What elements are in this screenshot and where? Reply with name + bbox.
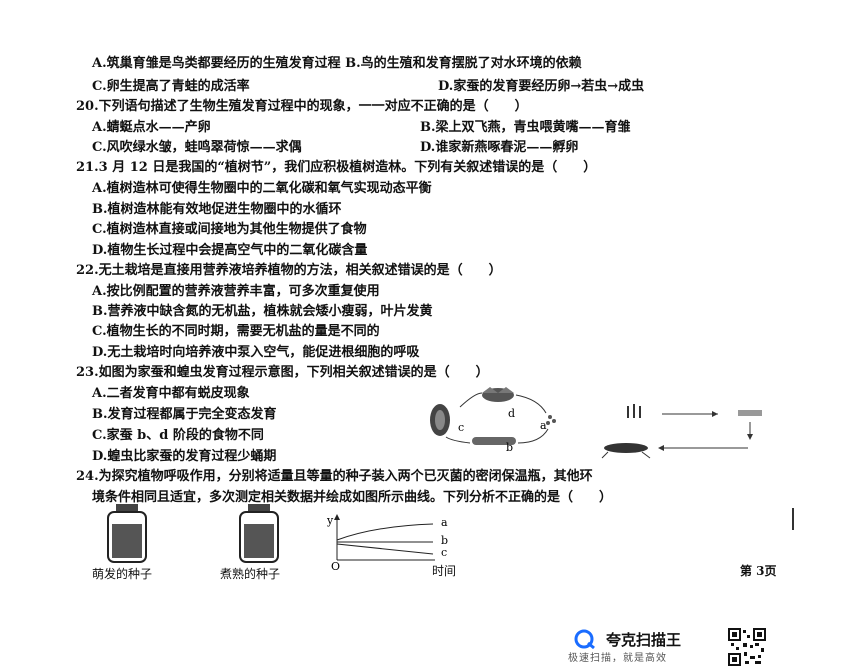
right-edge-mark: [792, 508, 794, 530]
silkworm-cocoon-icon: [430, 404, 450, 436]
respiration-graph: y O a b c: [326, 514, 448, 573]
jar-label-germinating: 萌发的种子: [92, 567, 153, 581]
axis-origin: O: [331, 560, 340, 573]
question-22: 22.无土栽培是直接用营养液培养植物的方法，相关叙述错误的是（ ）: [76, 263, 502, 278]
curve-b-label: b: [441, 534, 448, 547]
option-23d: D.蝗虫比家蚕的发育过程少蛹期: [92, 449, 277, 464]
jar-boiled-icon: [239, 504, 279, 563]
question-20: 20.下列语句描述了生物生殖发育过程中的现象，一一对应不正确的是（ ）: [76, 99, 528, 114]
curve-c-label: c: [441, 546, 447, 559]
curve-a: [336, 523, 434, 541]
option-22b: B.营养液中缺含氮的无机盐，植株就会矮小瘦弱，叶片发黄: [92, 304, 433, 319]
option-22d: D.无土栽培时向培养液中泵入空气，能促进根细胞的呼吸: [92, 345, 420, 360]
curve-c: [336, 543, 434, 555]
label-a: a: [540, 419, 547, 432]
locust-nymph-icon: [738, 410, 762, 416]
jar-label-boiled: 煮熟的种子: [220, 567, 281, 581]
option-20a: A.蜻蜓点水——产卵: [92, 120, 211, 135]
locust-cycle-diagram: [601, 404, 762, 459]
silkworm-moth-icon: [482, 387, 514, 402]
option-21b: B.植树造林能有效地促进生物圈中的水循环: [92, 202, 342, 217]
question-24-line1: 24.为探究植物呼吸作用，分别将适量且等量的种子装入两个已灭菌的密闭保温瓶，其他…: [76, 469, 593, 484]
label-d: d: [508, 407, 515, 420]
locust-adult-icon: [601, 443, 651, 459]
question-21: 21.3 月 12 日是我国的“植树节”，我们应积极植树造林。下列有关叙述错误的…: [76, 160, 597, 175]
axis-y-label: y: [326, 514, 334, 527]
jar-germinating-icon: [107, 504, 147, 563]
option-22c: C.植物生长的不同时期，需要无机盐的量是不同的: [92, 324, 380, 339]
axis-x-label: 时间: [432, 564, 457, 578]
option-21a: A.植树造林可使得生物圈中的二氧化碳和氧气实现动态平衡: [92, 181, 432, 196]
option-19c: C.卵生提高了青蛙的成活率: [92, 79, 250, 94]
locust-eggs-icon: [627, 404, 641, 418]
option-20c: C.风吹绿水皱，蛙鸣翠荷惊——求偶: [92, 140, 302, 155]
option-19a-b: A.筑巢育雏是鸟类都要经历的生殖发育过程 B.鸟的生殖和发育摆脱了对水环境的依赖: [92, 56, 582, 71]
question-24-line2: 境条件相同且适宜，多次测定相关数据并绘成如图所示曲线。下列分析不正确的是（ ）: [92, 490, 613, 505]
label-b: b: [506, 441, 513, 454]
brand-slogan: 极速扫描，就是高效: [568, 653, 667, 664]
label-c: c: [458, 421, 464, 434]
option-20d: D.谁家新燕啄春泥——孵卵: [420, 140, 579, 155]
option-20b: B.梁上双飞燕，青虫喂黄嘴——育雏: [420, 120, 631, 135]
option-23b: B.发育过程都属于完全变态发育: [92, 407, 277, 422]
question-23: 23.如图为家蚕和蝗虫发育过程示意图，下列相关叙述错误的是（ ）: [76, 365, 489, 380]
quark-logo-icon: [574, 629, 595, 650]
silkworm-eggs-icon: [546, 415, 556, 425]
brand-name: 夸克扫描王: [606, 631, 682, 649]
curve-a-label: a: [441, 516, 448, 529]
page-number: 第 3页: [740, 564, 777, 578]
option-23a: A.二者发育中都有蜕皮现象: [92, 386, 250, 401]
option-21c: C.植树造林直接或间接地为其他生物提供了食物: [92, 222, 367, 237]
scanner-watermark: 夸克扫描王 极速扫描，就是高效: [566, 629, 726, 664]
option-19d: D.家蚕的发育要经历卵→若虫→成虫: [438, 79, 645, 94]
option-21d: D.植物生长过程中会提高空气中的二氧化碳含量: [92, 243, 368, 258]
qr-code-icon: [728, 628, 766, 666]
silkworm-larva-icon: [472, 437, 516, 445]
silkworm-cycle-diagram: d c b a: [430, 387, 556, 454]
option-22a: A.按比例配置的营养液营养丰富，可多次重复使用: [92, 284, 380, 299]
option-23c: C.家蚕 b、d 阶段的食物不同: [92, 428, 264, 443]
